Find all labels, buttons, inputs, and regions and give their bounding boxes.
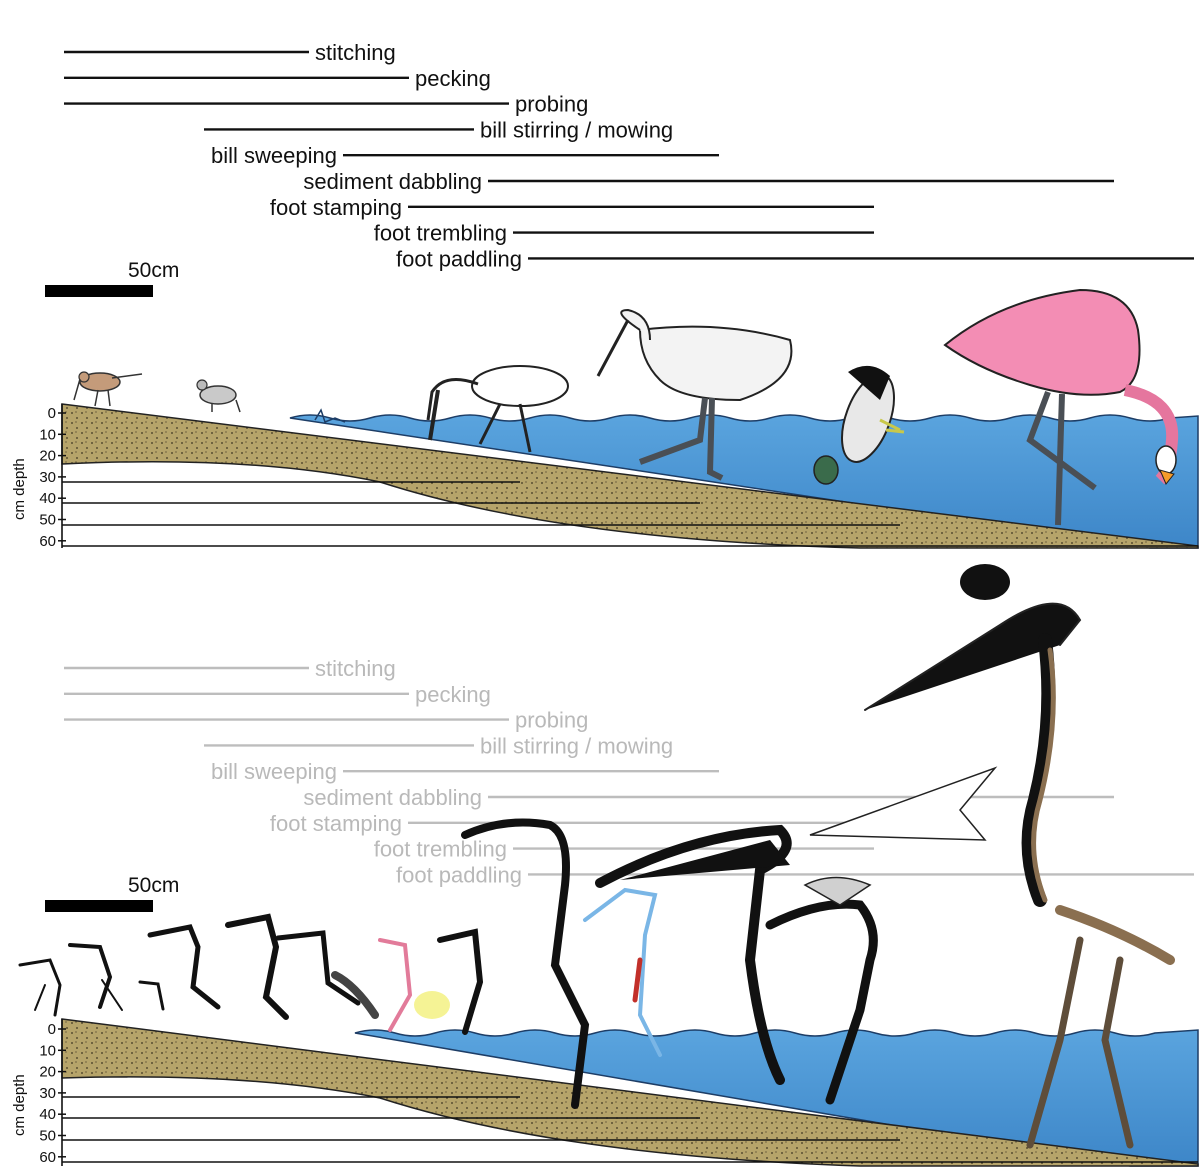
top-behavior-label-6: foot stamping bbox=[270, 195, 402, 220]
scale-bar-label: 50cm bbox=[128, 259, 179, 282]
spoonbill-illustration bbox=[426, 365, 569, 453]
top-behavior-label-8: foot paddling bbox=[396, 246, 522, 271]
pterosaur-tall-1 bbox=[461, 818, 590, 1109]
pterosaur-medium-4 bbox=[437, 928, 484, 1035]
bottom-behavior-label-6: foot stamping bbox=[270, 811, 402, 836]
depth-grid-top bbox=[61, 404, 1198, 548]
top-behavior-label-1: pecking bbox=[415, 66, 491, 91]
sandpiper-illustration bbox=[196, 379, 241, 413]
depth-ticks-bottom: 0 10 20 30 40 50 60 bbox=[39, 1021, 66, 1166]
depth-grid-bottom bbox=[61, 1019, 1198, 1166]
top-depth-tick-6: 60 bbox=[39, 533, 56, 550]
top-behavior-label-5: sediment dabbling bbox=[303, 169, 482, 194]
top-behavior-label-4: bill sweeping bbox=[211, 143, 337, 168]
bottom-depth-tick-4: 40 bbox=[39, 1106, 56, 1123]
duck-illustration bbox=[813, 365, 905, 485]
pterosaur-skull-long bbox=[809, 766, 998, 841]
pterosaur-small-1 bbox=[18, 958, 62, 1017]
bottom-behavior-label-1: pecking bbox=[415, 682, 491, 707]
pterosaur-medium-3 bbox=[275, 930, 379, 1019]
top-depth-tick-1: 10 bbox=[39, 426, 56, 443]
depth-ticks-top: 0 10 20 30 40 50 60 bbox=[39, 405, 66, 550]
pterosaur-crested-2 bbox=[765, 876, 878, 1105]
bottom-behavior-label-8: foot paddling bbox=[396, 862, 522, 887]
bottom-behavior-label-0: stitching bbox=[315, 656, 396, 681]
top-depth-tick-0: 0 bbox=[48, 405, 56, 422]
bottom-depth-tick-1: 10 bbox=[39, 1042, 56, 1059]
scale-bar-label-bottom: 50cm bbox=[128, 874, 179, 897]
pterosaur-large-crest bbox=[595, 824, 792, 1085]
bottom-depth-tick-0: 0 bbox=[48, 1021, 56, 1038]
bottom-depth-tick-5: 50 bbox=[39, 1128, 56, 1145]
pterosaur-colored bbox=[583, 887, 662, 1057]
sediment-top bbox=[61, 403, 1199, 549]
depth-axis-label: cm depth bbox=[11, 458, 28, 520]
top-behavior-label-7: foot trembling bbox=[374, 221, 507, 246]
bottom-behavior-label-7: foot trembling bbox=[374, 837, 507, 862]
bottom-depth-tick-2: 20 bbox=[39, 1064, 56, 1081]
egret-illustration bbox=[596, 308, 793, 481]
pterosaur-illustrations bbox=[18, 564, 1175, 1149]
pterosaur-small-2 bbox=[68, 943, 123, 1011]
bottom-behavior-label-3: bill stirring / mowing bbox=[480, 733, 673, 758]
top-behavior-label-0: stitching bbox=[315, 40, 396, 65]
pterosaur-small-3 bbox=[138, 980, 165, 1011]
depth-axis-label-bottom: cm depth bbox=[11, 1074, 28, 1136]
godwit-illustration bbox=[73, 371, 143, 407]
bottom-depth-tick-3: 30 bbox=[39, 1085, 56, 1102]
pterosaur-medium-2 bbox=[225, 913, 289, 1020]
scale-bar-bottom: 50cm bbox=[45, 874, 179, 912]
bottom-behavior-label-4: bill sweeping bbox=[211, 759, 337, 784]
scale-bar-top: 50cm bbox=[45, 259, 179, 297]
top-depth-tick-3: 30 bbox=[39, 469, 56, 486]
bottom-depth-tick-6: 60 bbox=[39, 1149, 56, 1166]
bottom-behavior-label-2: probing bbox=[515, 708, 588, 733]
pterosaur-pink bbox=[378, 938, 450, 1032]
top-depth-tick-4: 40 bbox=[39, 490, 56, 507]
pterosaur-medium-1 bbox=[147, 924, 221, 1010]
quetzalcoatlus-illustration bbox=[864, 564, 1175, 1149]
sediment-bottom bbox=[61, 1018, 1199, 1167]
top-behavior-label-2: probing bbox=[515, 92, 588, 117]
top-behavior-label-3: bill stirring / mowing bbox=[480, 117, 673, 142]
flamingo-illustration bbox=[943, 288, 1179, 526]
top-depth-tick-2: 20 bbox=[39, 448, 56, 465]
bottom-behavior-label-5: sediment dabbling bbox=[303, 785, 482, 810]
top-depth-tick-5: 50 bbox=[39, 512, 56, 529]
